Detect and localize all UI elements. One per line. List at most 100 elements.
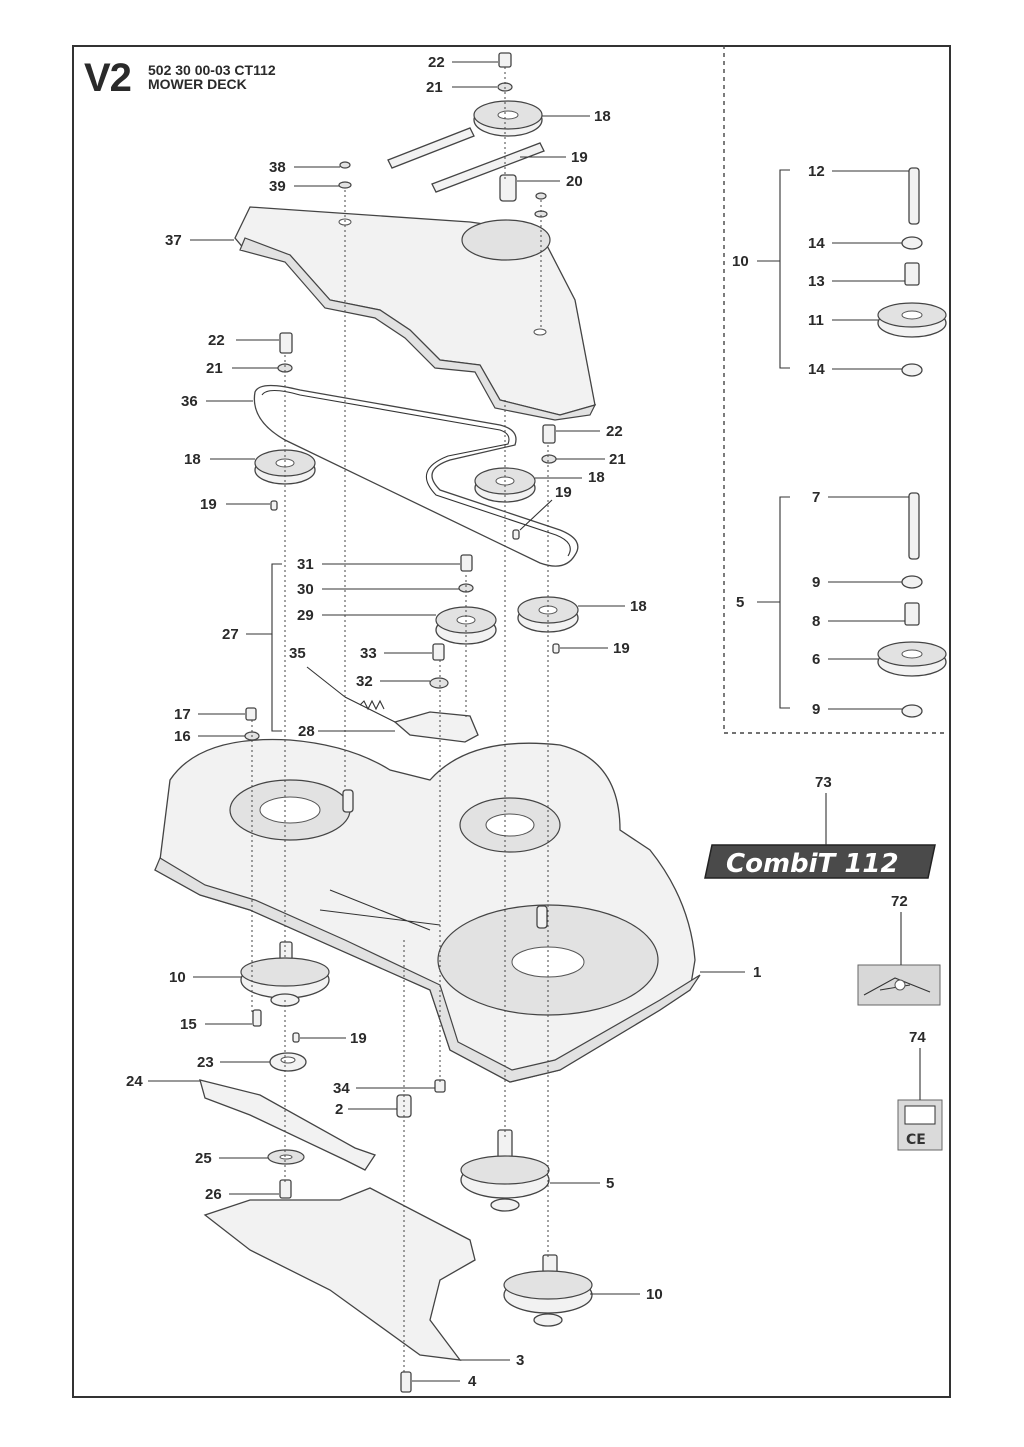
callout-16: 16 [174,728,191,745]
callout-29: 29 [297,607,314,624]
bearing-23 [269,1052,307,1072]
callout-26: 26 [205,1186,222,1203]
callout-3: 3 [516,1352,524,1369]
callout-19: 19 [200,496,217,513]
pulley-18-top [473,100,543,137]
callout-18: 18 [594,108,611,125]
callout-10: 10 [169,969,186,986]
callout-18: 18 [184,451,201,468]
guard-plate-3 [203,1187,476,1361]
callout-11: 11 [808,312,824,329]
belt-cover-37 [234,206,597,421]
spindle-5-center [460,1129,550,1212]
spring-35 [344,696,396,723]
callout-18: 18 [630,598,647,615]
washer-32 [429,677,449,689]
bolt-15 [252,1009,262,1027]
callout-22: 22 [208,332,225,349]
belt-segment-left [387,127,475,169]
callout-27: 27 [222,626,239,643]
callout-32: 32 [356,673,373,690]
washer-21-right [541,454,557,464]
callout-74: 74 [909,1029,926,1046]
spindle-10-right [503,1254,593,1327]
callout-10: 10 [646,1286,663,1303]
callout-17: 17 [174,706,191,723]
callout-23: 23 [197,1054,214,1071]
belt-segment-right [431,142,545,193]
callout-72: 72 [891,893,908,910]
bolt-22-right [542,424,556,444]
callout-19: 19 [571,149,588,166]
pulley-18-right [517,596,579,633]
page-code: V2 [84,56,132,100]
callout-12: 12 [808,163,825,180]
callout-7: 7 [812,489,820,506]
callout-34: 34 [333,1080,350,1097]
nut-38b [535,192,547,200]
callout-30: 30 [297,581,314,598]
callout-24: 24 [126,1073,143,1090]
callout-38: 38 [269,159,286,176]
bolt-4 [400,1371,412,1393]
callout-5: 5 [606,1175,614,1192]
decal-72 [857,964,941,1006]
callout-15: 15 [180,1016,197,1033]
callout-28: 28 [298,723,315,740]
callout-14: 14 [808,361,825,378]
spacer-20 [499,174,517,202]
inset-border [723,45,948,734]
callout-1: 1 [753,964,761,981]
callout-73: 73 [815,774,832,791]
callout-13: 13 [808,273,825,290]
svg-text:CombiT 112: CombiT 112 [726,849,899,879]
spring-35-coils [359,699,385,711]
callout-labels: 22 21 18 19 20 38 39 37 22 21 36 18 19 2… [126,54,926,1390]
callout-5: 5 [736,594,744,611]
callout-19: 19 [350,1030,367,1047]
svg-text:CE: CE [906,1132,926,1148]
tension-arm-28 [393,711,479,743]
callout-21: 21 [206,360,223,377]
callout-22: 22 [428,54,445,71]
key-19-center [512,529,520,540]
callout-21: 21 [609,451,626,468]
nut-38 [339,161,351,169]
callout-19: 19 [555,484,572,501]
callout-18: 18 [588,469,605,486]
callout-14: 14 [808,235,825,252]
callout-25: 25 [195,1150,212,1167]
part-number-line: 502 30 00-03 CT112 [148,62,276,78]
v-belt-36 [253,384,579,567]
callout-9: 9 [812,701,820,718]
v-belt-36-inner [261,389,571,557]
callout-8: 8 [812,613,820,630]
diagram-title: MOWER DECK [148,76,247,92]
callout-39: 39 [269,178,286,195]
callout-9: 9 [812,574,820,591]
callout-19: 19 [613,640,630,657]
washer-39 [338,181,352,189]
callout-36: 36 [181,393,198,410]
inset-assembly-5 [877,492,947,718]
callout-4: 4 [468,1373,477,1390]
key-19-bottom [292,1032,300,1043]
blade-24 [199,1079,377,1171]
leader-lines [148,61,921,1382]
decal-73-badge: CombiT 112 [704,844,936,879]
bolt-22-left [279,332,293,354]
inset-assembly-10 [877,167,947,377]
drawing-frame [72,45,951,1398]
callout-10: 10 [732,253,749,270]
nut-17 [245,707,257,721]
callout-35: 35 [289,645,306,662]
callout-2: 2 [335,1101,343,1118]
callout-31: 31 [297,556,314,573]
callout-21: 21 [426,79,443,96]
callout-6: 6 [812,651,820,668]
bolt-22-top [498,52,512,68]
mower-deck-1 [154,738,701,1083]
callout-33: 33 [360,645,377,662]
decal-74: CE [897,1099,943,1151]
